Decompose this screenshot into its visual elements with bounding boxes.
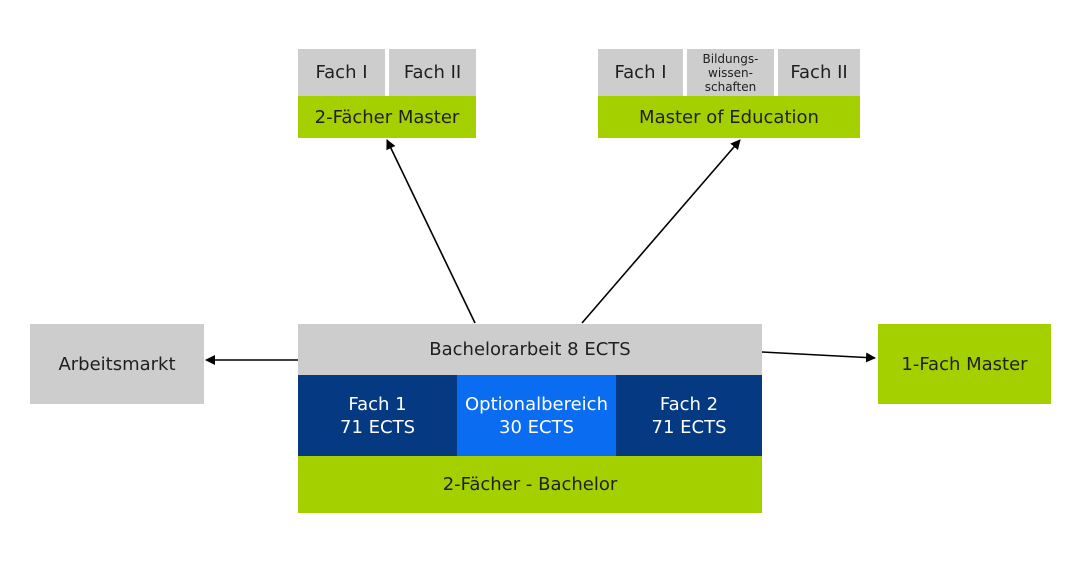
med-title-box: Master of Education <box>598 96 860 138</box>
bachelorarbeit-box: Bachelorarbeit 8 ECTS <box>298 324 762 375</box>
master2-fach2-box: Fach II <box>389 49 476 96</box>
master2-title-box: 2-Fächer Master <box>298 96 476 138</box>
bachelor-fach1-box: Fach 1 71 ECTS <box>298 375 457 456</box>
med-bildung-line2: wissen- <box>708 65 753 80</box>
med-bildung-line3: schaften <box>704 79 757 94</box>
bachelor-optional-name: Optionalbereich <box>465 393 608 415</box>
med-fach2-box: Fach II <box>778 49 860 96</box>
arrow-to-master-of-education <box>581 139 741 324</box>
bachelor-fach2-name: Fach 2 <box>659 393 719 415</box>
med-fach1-box: Fach I <box>598 49 683 96</box>
med-bildung-line1: Bildungs- <box>702 51 759 66</box>
bachelor-fach2-ects: 71 ECTS <box>651 416 727 438</box>
arrow-to-2-faecher-master <box>386 139 476 324</box>
med-bildungswissenschaften-box: Bildungs- wissen- schaften <box>687 49 774 96</box>
arrow-to-1-fach-master <box>761 351 876 363</box>
bachelor-fach1-ects: 71 ECTS <box>340 416 415 438</box>
bachelor-title-box: 2-Fächer - Bachelor <box>298 456 762 513</box>
bachelor-optional-ects: 30 ECTS <box>499 416 574 438</box>
arbeitsmarkt-box: Arbeitsmarkt <box>30 324 204 404</box>
bachelor-fach1-name: Fach 1 <box>348 393 407 415</box>
einfach-master-box: 1-Fach Master <box>878 324 1051 404</box>
master2-fach1-box: Fach I <box>298 49 385 96</box>
bachelor-fach2-box: Fach 2 71 ECTS <box>616 375 762 456</box>
bachelor-optional-box: Optionalbereich 30 ECTS <box>457 375 616 456</box>
